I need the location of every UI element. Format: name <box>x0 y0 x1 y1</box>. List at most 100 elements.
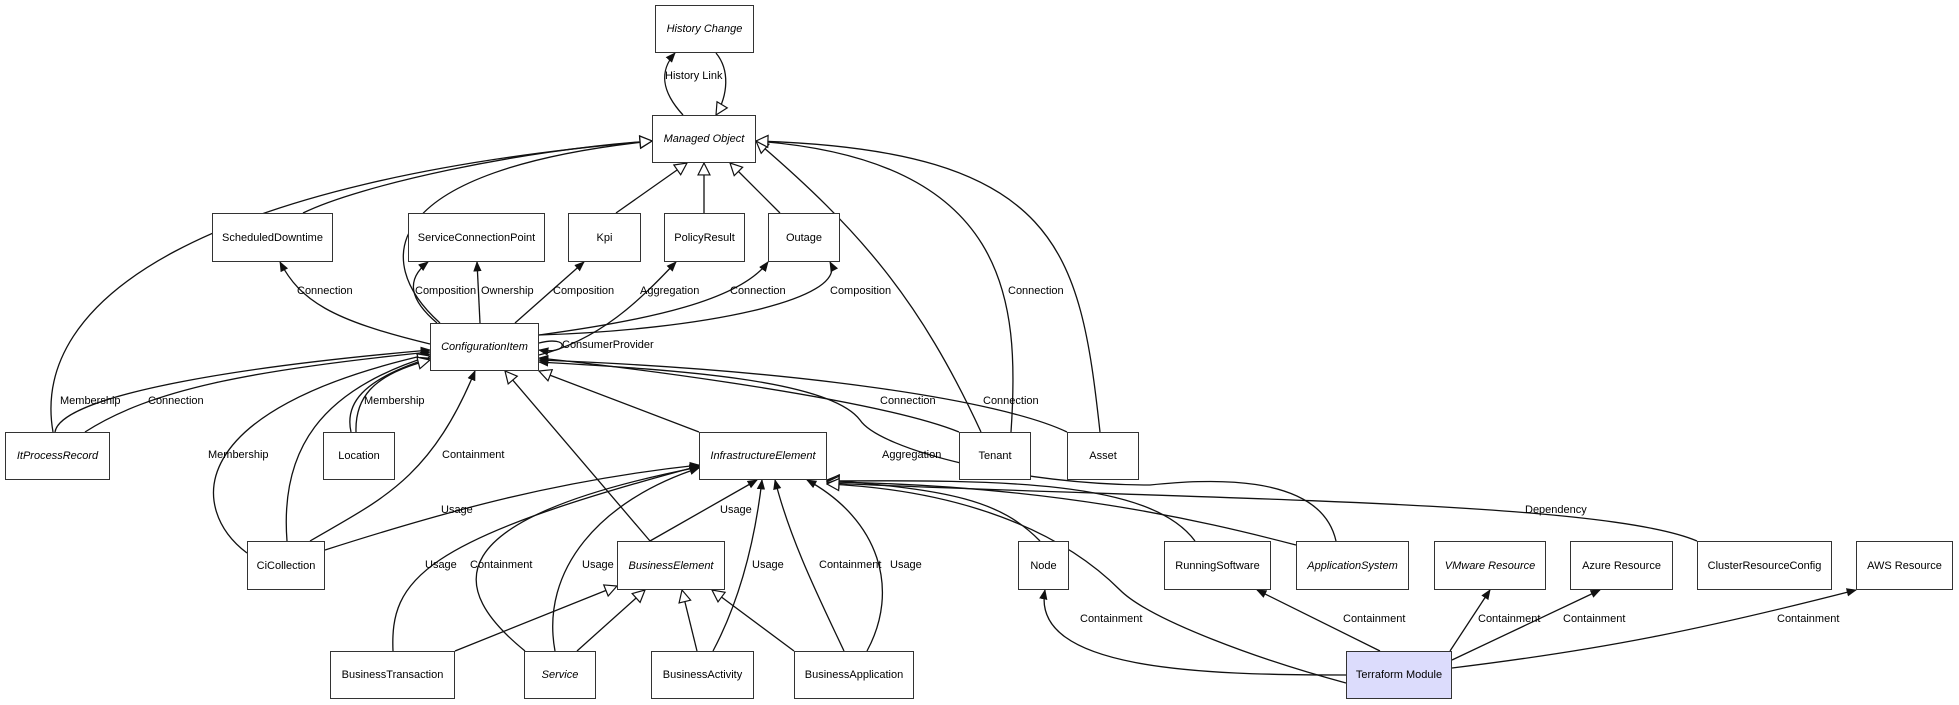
association-edge-asset-to-configuration-item <box>537 356 1068 433</box>
class-node-terraform-module[interactable]: Terraform Module <box>1346 651 1452 699</box>
class-node-history-change[interactable]: History Change <box>655 5 754 53</box>
class-node-business-application[interactable]: BusinessApplication <box>794 651 914 699</box>
class-node-label: CiCollection <box>256 559 316 572</box>
association-edge-terraform-module-to-vmware-resource <box>1449 589 1491 652</box>
edge-label: Connection <box>297 285 353 297</box>
inheritance-edge-business-activity-to-business-element <box>682 590 698 652</box>
class-node-aws-resource[interactable]: AWS Resource <box>1856 541 1953 590</box>
class-node-managed-object[interactable]: Managed Object <box>652 115 756 163</box>
edge-label: Usage <box>752 559 784 571</box>
class-node-running-software[interactable]: RunningSoftware <box>1164 541 1271 590</box>
association-edge-configuration-item-to-service-connection-point <box>473 260 482 324</box>
edge-label: Containment <box>1080 613 1143 625</box>
class-node-location[interactable]: Location <box>323 432 395 480</box>
class-node-label: BusinessApplication <box>804 669 904 681</box>
association-edge-ci-collection-to-configuration-item <box>309 370 476 542</box>
association-edge-terraform-module-to-azure-resource <box>1451 589 1601 661</box>
class-node-label: ItProcessRecord <box>16 450 99 462</box>
edge-label: Containment <box>1563 613 1626 625</box>
association-edge-configuration-item-to-configuration-item <box>537 340 563 356</box>
class-node-infrastructure-element[interactable]: InfrastructureElement <box>699 432 827 480</box>
association-edge-tenant-to-configuration-item <box>537 354 960 433</box>
edge-label: Containment <box>470 559 533 571</box>
edge-label: Containment <box>1478 613 1541 625</box>
class-node-configuration-item[interactable]: ConfigurationItem <box>430 323 539 371</box>
class-node-vmware-resource[interactable]: VMware Resource <box>1434 541 1546 590</box>
edge-label: Usage <box>441 504 473 516</box>
class-node-tenant[interactable]: Tenant <box>959 432 1031 480</box>
class-node-label: ClusterResourceConfig <box>1707 559 1822 572</box>
class-node-label: BusinessActivity <box>662 669 743 681</box>
inheritance-edge-kpi-to-managed-object <box>615 163 687 214</box>
edge-label: Containment <box>819 559 882 571</box>
edge-label: Composition <box>830 285 892 297</box>
edge-label: Usage <box>720 504 752 516</box>
association-edge-location-to-configuration-item <box>349 356 431 433</box>
association-edge-configuration-item-to-outage <box>538 261 769 336</box>
class-node-policy-result[interactable]: PolicyResult <box>664 213 745 262</box>
class-node-business-activity[interactable]: BusinessActivity <box>651 651 754 699</box>
edge-label: Containment <box>442 449 505 461</box>
inheritance-edge-business-transaction-to-business-element <box>454 586 617 652</box>
class-node-it-process-record[interactable]: ItProcessRecord <box>5 432 110 480</box>
class-node-label: ConfigurationItem <box>441 341 528 353</box>
class-node-label: History Change <box>666 23 743 35</box>
class-node-service-connection-point[interactable]: ServiceConnectionPoint <box>408 213 545 262</box>
class-node-label: InfrastructureElement <box>710 450 816 462</box>
association-edge-service-to-infrastructure-element <box>552 466 700 652</box>
class-node-label: RunningSoftware <box>1175 559 1260 572</box>
edge-label: Connection <box>880 395 936 407</box>
edge-label: Ownership <box>481 285 534 297</box>
class-node-application-system[interactable]: ApplicationSystem <box>1296 541 1409 590</box>
association-edge-it-process-record-to-configuration-item <box>84 348 432 433</box>
class-node-label: Tenant <box>978 450 1012 462</box>
class-node-label: BusinessTransaction <box>341 669 444 681</box>
edge-label: Membership <box>364 395 425 407</box>
edge-label: ConsumerProvider <box>562 339 654 351</box>
edge-label: Usage <box>890 559 922 571</box>
class-node-outage[interactable]: Outage <box>768 213 840 262</box>
edge-label: Connection <box>983 395 1039 407</box>
association-edge-managed-object-to-history-change <box>663 52 684 116</box>
edge-label: Usage <box>425 559 457 571</box>
class-node-label: VMware Resource <box>1444 559 1536 572</box>
edge-label: Containment <box>1777 613 1840 625</box>
association-edge-ci-collection-to-infrastructure-element <box>324 461 701 551</box>
class-node-cluster-resource-config[interactable]: ClusterResourceConfig <box>1697 541 1832 590</box>
inheritance-edge-business-element-to-configuration-item <box>505 371 651 542</box>
inheritance-edge-business-application-to-business-element <box>712 590 795 652</box>
association-edge-terraform-module-to-running-software <box>1256 589 1381 652</box>
inheritance-edge-infrastructure-element-to-configuration-item <box>539 371 700 433</box>
class-node-label: ApplicationSystem <box>1307 559 1398 572</box>
inheritance-edge-tenant-to-managed-object <box>756 141 982 433</box>
class-node-label: Asset <box>1089 450 1117 462</box>
association-edge-terraform-module-to-aws-resource <box>1451 588 1858 669</box>
class-node-business-transaction[interactable]: BusinessTransaction <box>330 651 455 699</box>
class-node-business-element[interactable]: BusinessElement <box>617 541 725 590</box>
association-edge-configuration-item-to-scheduled-downtime <box>279 261 431 345</box>
association-edge-ci-collection-to-configuration-item <box>212 351 432 554</box>
class-node-kpi[interactable]: Kpi <box>568 213 641 262</box>
class-node-scheduled-downtime[interactable]: ScheduledDowntime <box>212 213 333 262</box>
edge-label: Containment <box>1343 613 1406 625</box>
inheritance-edge-it-process-record-to-managed-object <box>50 141 652 433</box>
class-node-node[interactable]: Node <box>1018 541 1069 590</box>
inheritance-edge-outage-to-managed-object <box>730 163 781 214</box>
class-node-label: Node <box>1030 559 1057 572</box>
class-node-ci-collection[interactable]: CiCollection <box>247 541 325 590</box>
edge-label: Aggregation <box>882 449 942 461</box>
inheritance-edge-service-to-business-element <box>576 590 645 652</box>
edge-label: Dependency <box>1525 504 1587 516</box>
class-node-service[interactable]: Service <box>524 651 596 699</box>
association-edge-application-system-to-configuration-item <box>537 358 1337 542</box>
edge-label: Composition <box>553 285 615 297</box>
inheritance-edge-asset-to-managed-object <box>756 141 1101 433</box>
association-edge-configuration-item-to-service-connection-point <box>412 261 438 324</box>
inheritance-edge-application-system-to-infrastructure-element <box>827 482 1297 546</box>
edge-label: Usage <box>582 559 614 571</box>
edge-label: Aggregation <box>640 285 700 297</box>
class-node-azure-resource[interactable]: Azure Resource <box>1570 541 1673 590</box>
class-node-asset[interactable]: Asset <box>1067 432 1139 480</box>
